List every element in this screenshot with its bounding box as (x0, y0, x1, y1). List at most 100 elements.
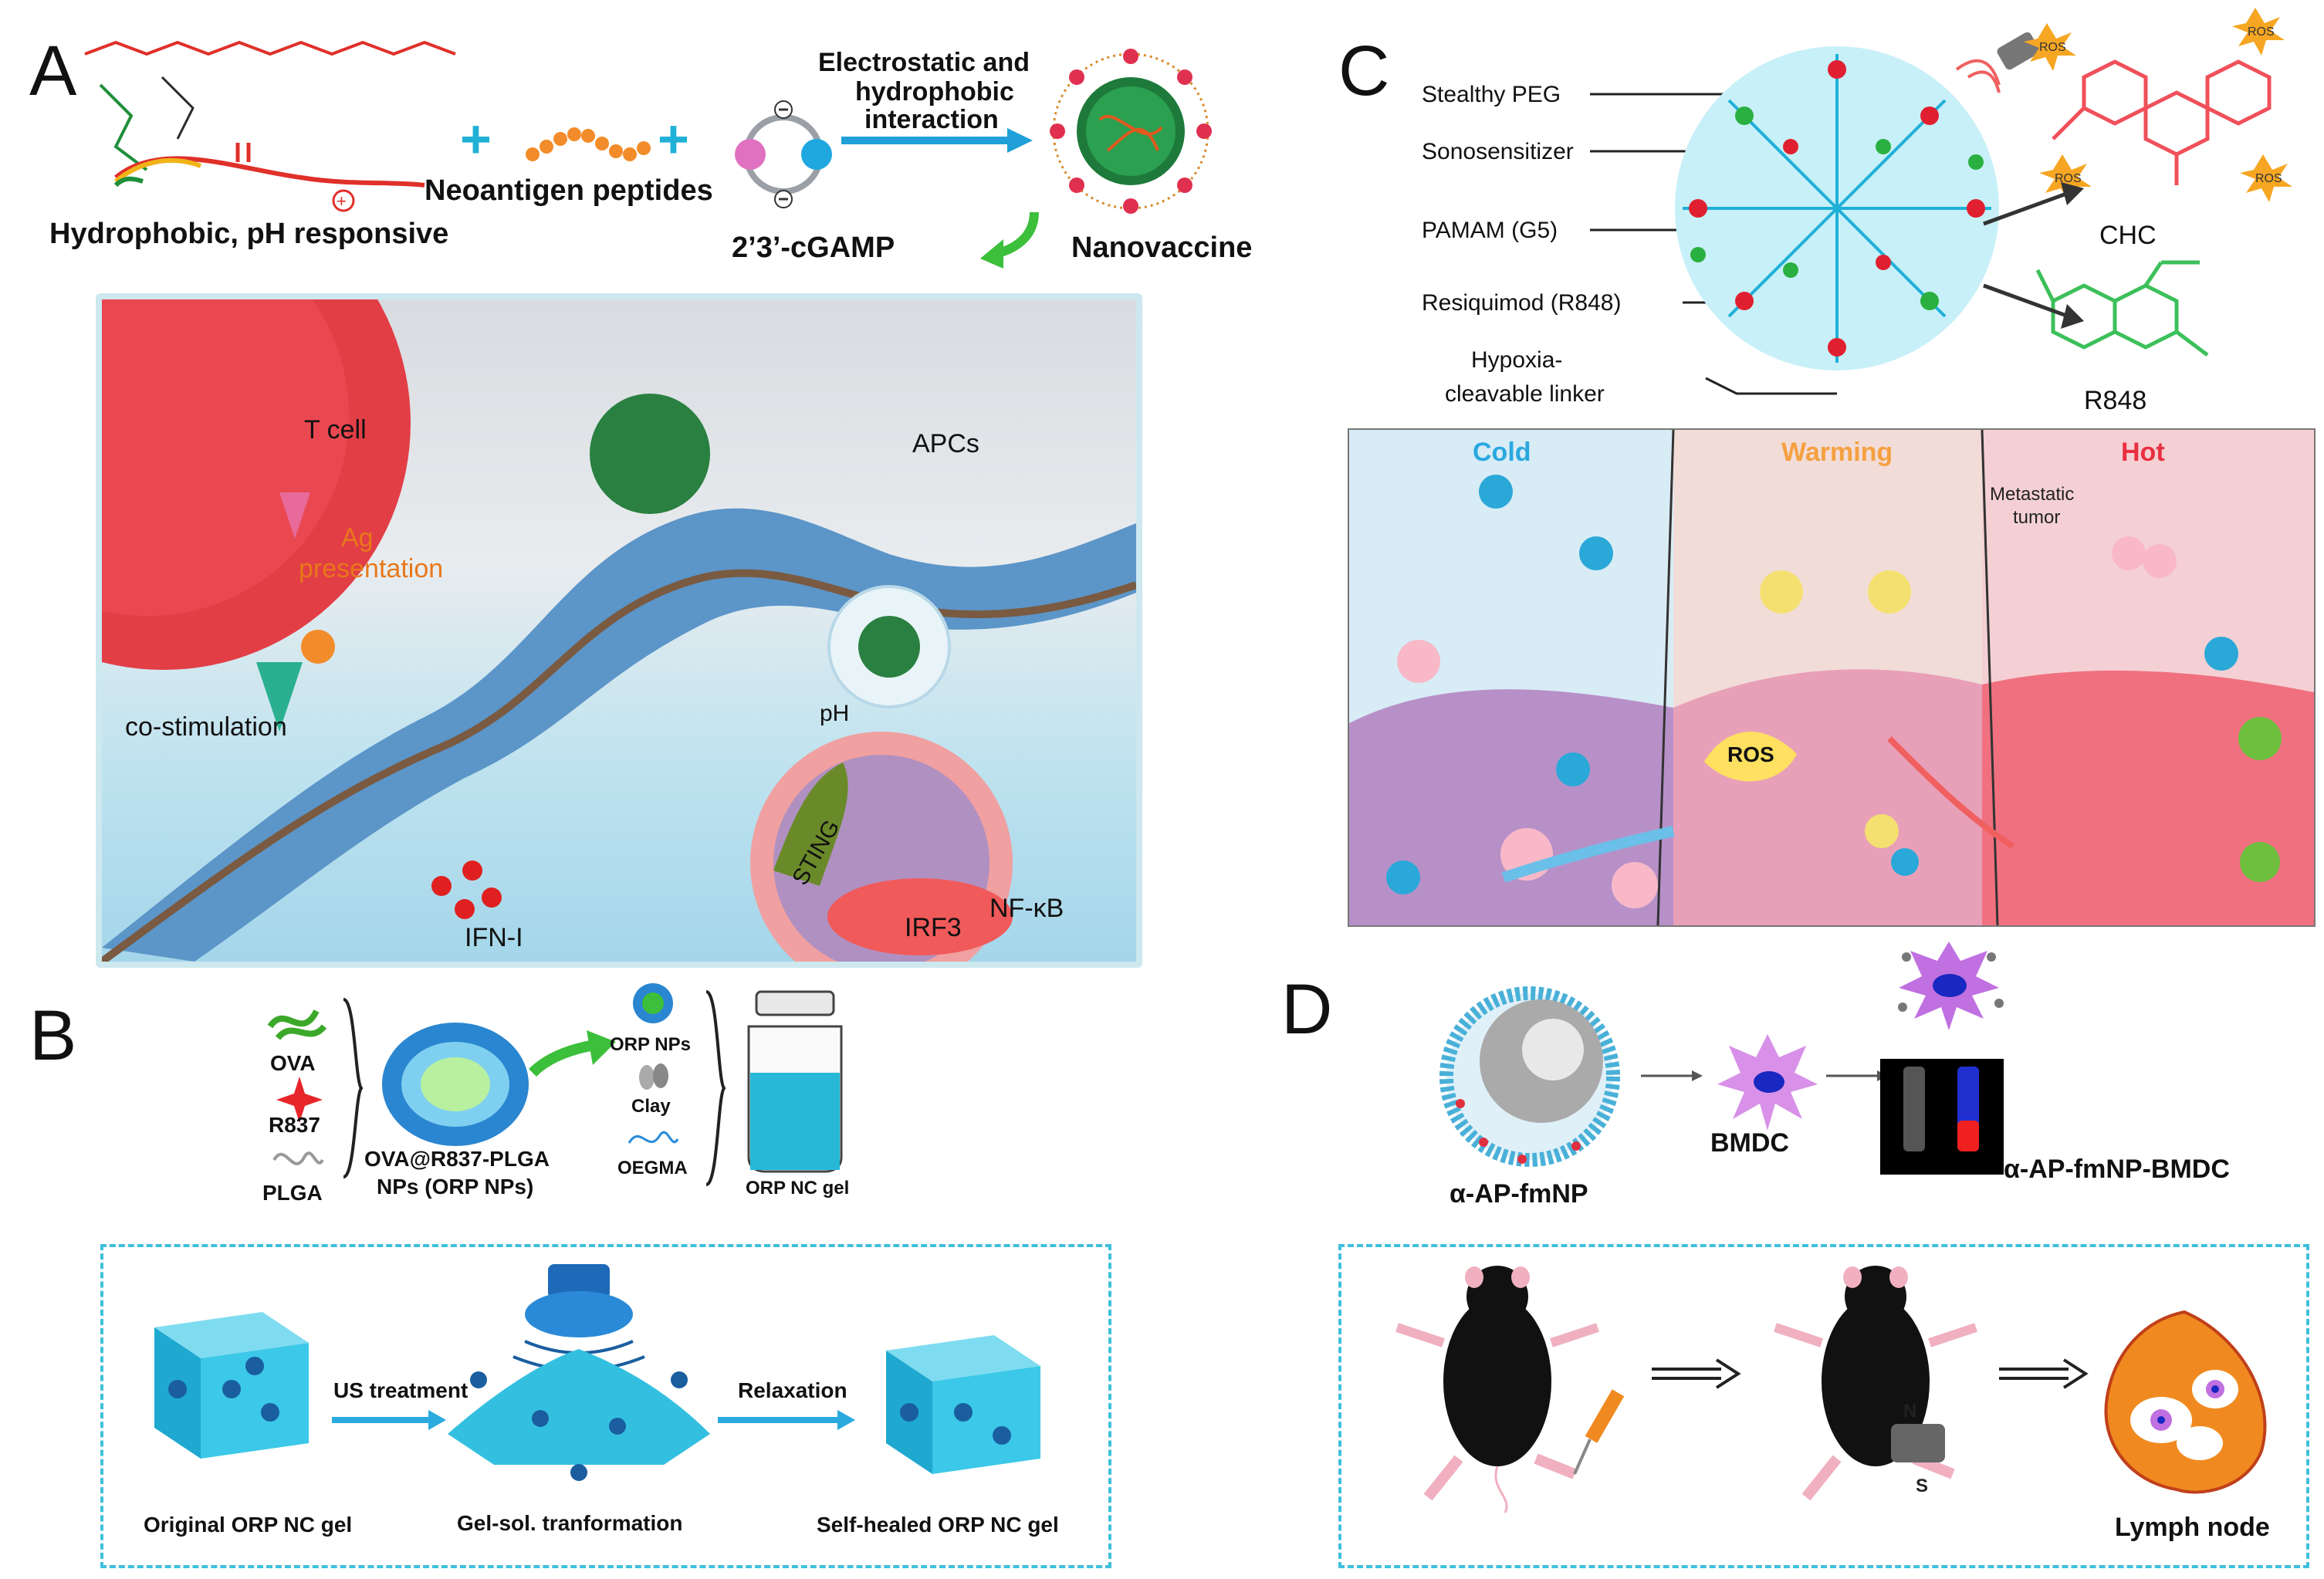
sting-label: STING (787, 815, 845, 890)
interaction-label-line1: Electrostatic and (818, 48, 1030, 77)
fluorescence-tube-image (1880, 1059, 2004, 1175)
gel-sol-transformation-icon (448, 1264, 710, 1481)
irf3-label: IRF3 (905, 913, 962, 942)
healed-gel-cube-icon (886, 1335, 1040, 1474)
arrow-right-icon (1641, 1070, 1703, 1081)
original-gel-cube-icon (154, 1312, 309, 1459)
gel-vial-icon (747, 990, 843, 1173)
orp-np-label-line2: NPs (ORP NPs) (377, 1175, 534, 1199)
us-treatment-label: US treatment (333, 1378, 469, 1402)
apcs-label: APCs (912, 429, 979, 458)
panel-b-label: B (29, 996, 77, 1075)
peptide-chain-icon (526, 127, 651, 161)
labeled-bmdc-icon (1898, 942, 2004, 1030)
interaction-label-line3: interaction (864, 105, 999, 134)
relaxation-arrow-icon (718, 1410, 855, 1430)
panel-d-process-box (1338, 1244, 2309, 1568)
interaction-label-line2: hydrophobic (855, 77, 1014, 107)
r848-left-label: Resiquimod (R848) (1422, 290, 1622, 316)
orp-nc-gel-label: ORP NC gel (746, 1178, 850, 1199)
peg-label: Stealthy PEG (1422, 82, 1561, 107)
svg-text:+: + (337, 191, 347, 211)
pamam-label: PAMAM (G5) (1422, 218, 1558, 243)
us-arrow-icon (332, 1410, 446, 1430)
ros-tag: ROS (2255, 172, 2282, 185)
ros-tag: ROS (2248, 25, 2275, 39)
panel-b-process-box (100, 1244, 1111, 1568)
nanovaccine-label: Nanovaccine (1071, 232, 1253, 264)
orp-np-small-icon (633, 983, 673, 1023)
open-arrow-icon (1999, 1358, 2089, 1389)
chc-molecule-icon: ROS ROS ROS ROS (2024, 8, 2292, 202)
mouse-injection-icon (1395, 1266, 1625, 1513)
nanovaccine-particle-icon (1050, 49, 1212, 214)
lymph-node-icon (2104, 1310, 2267, 1494)
warming-label: Warming (1781, 438, 1893, 467)
original-gel-label: Original ORP NC gel (144, 1513, 353, 1537)
arrow-to-nanovaccine-icon (841, 128, 1033, 153)
bracket-right-icon (705, 990, 726, 1186)
clay-label: Clay (631, 1096, 671, 1117)
lymph-node-label: Lymph node (2115, 1513, 2270, 1542)
ros-tag: ROS (2055, 172, 2082, 185)
curved-arrow-down-icon (980, 211, 1039, 269)
fmnp-bmdc-label: α-AP-fmNP-BMDC (2004, 1155, 2230, 1184)
relaxation-label: Relaxation (738, 1378, 847, 1402)
r837-label: R837 (269, 1113, 320, 1137)
costimulation-label: co-stimulation (125, 712, 287, 742)
tcell-label: T cell (304, 415, 367, 445)
panel-c-label: C (1338, 32, 1390, 110)
hypoxia-linker-label-line1: Hypoxia- (1471, 347, 1563, 373)
hot-label: Hot (2121, 438, 2165, 467)
panel-a-mechanism-illustration: T cell APCs Ag presentation co-stimulati… (96, 293, 1142, 968)
oegma-label: OEGMA (617, 1158, 688, 1178)
hypoxia-linker-label-line2: cleavable linker (1445, 381, 1605, 407)
polymer-structure-diagram: + (84, 40, 456, 212)
clay-icon (639, 1063, 668, 1090)
chc-label: CHC (2099, 221, 2157, 250)
panel-c-arrows (1983, 182, 2084, 329)
ph-label: pH (820, 701, 850, 726)
ova-icon (267, 1009, 327, 1040)
cold-label: Cold (1473, 438, 1531, 467)
panel-d-label: D (1281, 970, 1333, 1049)
plus-icon: + (658, 109, 689, 169)
ifn-label: IFN-I (465, 923, 523, 952)
self-healed-gel-label: Self-healed ORP NC gel (817, 1513, 1059, 1537)
cgamp-label: 2’3’-cGAMP (732, 232, 895, 264)
peptides-label: Neoantigen peptides (425, 174, 713, 207)
magnet-north-label: N (1903, 1401, 1917, 1422)
metastatic-tumor-label-line1: Metastatic (1990, 484, 2075, 505)
ros-burst-label: ROS (1727, 742, 1774, 766)
oegma-icon (628, 1131, 679, 1144)
cold-warming-hot-illustration: Cold Warming Hot Metastatic tumor ROS (1348, 428, 2316, 927)
cgamp-molecule-icon (735, 100, 832, 208)
plga-label: PLGA (262, 1181, 323, 1205)
metastatic-tumor-label-line2: tumor (2013, 507, 2061, 528)
gel-sol-label: Gel-sol. tranformation (457, 1511, 683, 1535)
orp-nanoparticle-icon (382, 1023, 529, 1146)
bmdc-label: BMDC (1710, 1128, 1789, 1158)
dendrimer-nanoparticle-icon (1675, 46, 1999, 370)
arrow-right-icon (1826, 1070, 1888, 1081)
orp-np-label-line1: OVA@R837-PLGA (364, 1147, 550, 1171)
nfkb-label: NF-κB (989, 894, 1064, 923)
polymer-label: Hydrophobic, pH responsive (49, 218, 449, 250)
bmdc-cell-icon (1717, 1034, 1818, 1131)
ova-label: OVA (270, 1051, 316, 1075)
magnet-south-label: S (1916, 1476, 1929, 1496)
panel-a-label: A (29, 32, 77, 110)
r837-icon (276, 1077, 323, 1123)
plga-icon (272, 1151, 324, 1165)
r848-molecule-icon (2035, 260, 2209, 357)
open-arrow-icon (1652, 1358, 1741, 1389)
ag-presentation-label-line2: presentation (299, 554, 444, 583)
plus-icon: + (460, 109, 492, 169)
fmnp-label: α-AP-fmNP (1450, 1179, 1588, 1209)
bracket-left-icon (343, 998, 364, 1178)
fmnp-liposome-icon (1439, 986, 1620, 1167)
ros-tag: ROS (2039, 41, 2066, 54)
sonosensitizer-label: Sonosensitizer (1422, 139, 1574, 164)
ag-presentation-label-line1: Ag (341, 523, 374, 553)
green-arrow-icon (529, 1030, 616, 1077)
